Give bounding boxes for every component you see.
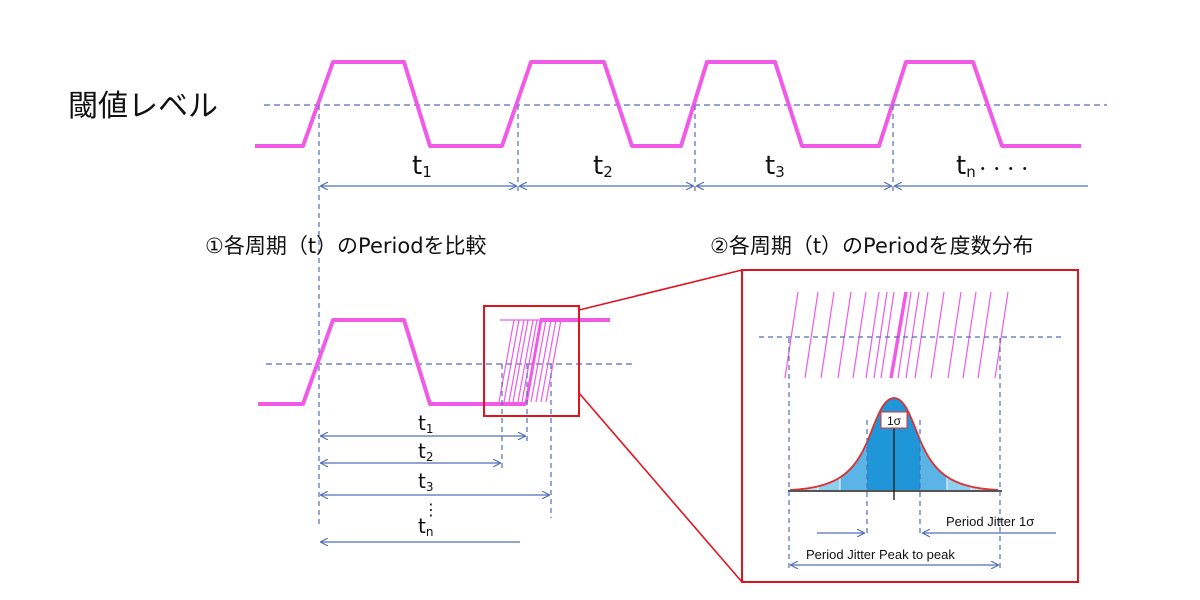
period-label-t2: t2 [593, 151, 613, 181]
threshold-label: 閾値レベル [68, 89, 218, 124]
overlay-main-edge [524, 319, 543, 405]
overlay-jitter-edges [498, 319, 562, 403]
jitter-1sigma-label: Period Jitter 1σ [946, 514, 1034, 529]
jitter-pp-label: Period Jitter Peak to peak [806, 547, 955, 562]
overlay-label-t3: t3 [418, 469, 433, 494]
zoom-connector-bottom [578, 392, 743, 583]
overlay-waveform [258, 318, 526, 406]
period-label-t1: t1 [412, 151, 432, 181]
period-label-t3: t3 [765, 151, 785, 181]
caption-distribution: ②各周期（t）のPeriodを度数分布 [710, 234, 1034, 258]
overlay-label-t1: t1 [418, 411, 433, 436]
sigma-box [880, 411, 908, 429]
top-waveform [255, 60, 1081, 148]
highlight-box [483, 305, 580, 417]
overlay-ellipsis: ⋮ [423, 500, 439, 519]
caption-compare: ①各周期（t）のPeriodを比較 [205, 234, 487, 258]
overlay-label-tn: tn [418, 514, 433, 539]
zoom-jitter-edges [784, 291, 1009, 379]
histogram-dividers [817, 420, 972, 490]
zoom-main-edge [889, 291, 908, 379]
overlay-label-t2: t2 [418, 439, 433, 464]
sigma-label: 1σ [887, 414, 902, 428]
bell-curve [789, 397, 999, 491]
period-label-tn: tn・・・・ [956, 151, 1032, 181]
zoom-connector-top [578, 269, 743, 311]
top-crossing-lines [318, 105, 894, 525]
overlay-period-arrows [321, 436, 549, 542]
overlay-crossing-lines [501, 364, 552, 518]
zoom-extent-lines [788, 338, 1001, 570]
